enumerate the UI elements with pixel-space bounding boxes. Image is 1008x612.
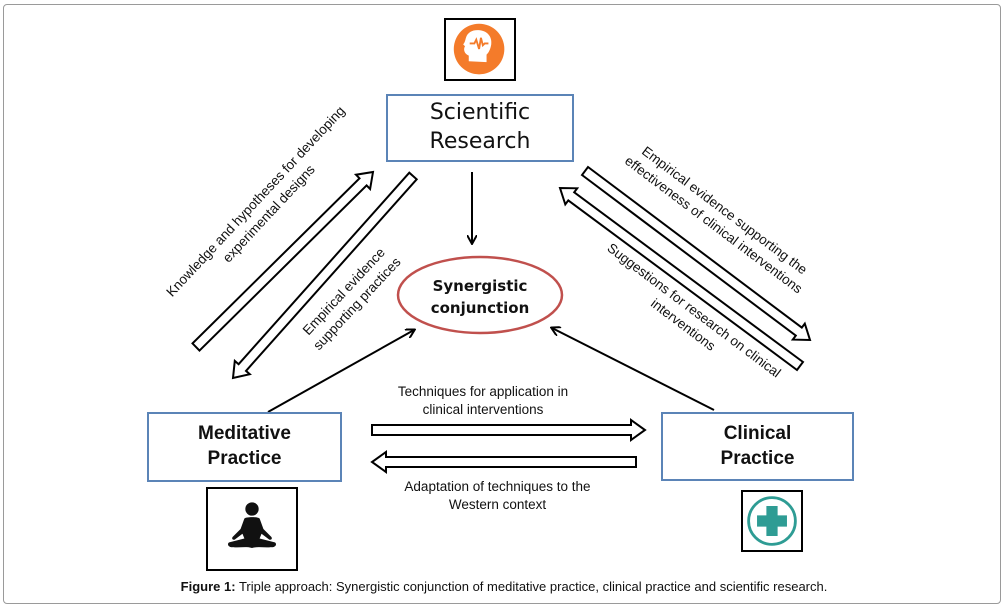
center-line1: Synergistic [432, 277, 528, 295]
block-arrow-med-to-sci [191, 170, 375, 353]
block-arrow-cli-to-sci [558, 186, 805, 372]
center-line2: conjunction [430, 298, 530, 317]
label-techniques-application: Techniques for application in clinical i… [383, 383, 583, 418]
figure-caption: Figure 1: Triple approach: Synergistic c… [0, 579, 1008, 594]
meditation-icon [206, 487, 298, 571]
synergistic-conjunction-ellipse [396, 255, 564, 335]
label-techniques-line2: clinical interventions [422, 401, 544, 417]
figure-caption-label: Figure 1: [180, 579, 236, 594]
meditative-practice-line1: Meditative [198, 423, 291, 445]
arrow-med-to-center [267, 330, 414, 413]
figure-caption-text: Triple approach: Synergistic conjunction… [235, 579, 828, 594]
scientific-research-line1: Scientific [429, 100, 531, 126]
synergistic-conjunction-label: Synergistic conjunction [400, 276, 560, 320]
medical-cross-icon [741, 490, 803, 552]
label-adaptation-line1: Adaptation of techniques to the [404, 479, 591, 494]
arrow-cli-to-center [552, 328, 715, 411]
meditative-practice-line2: Practice [207, 448, 282, 469]
label-techniques-line1: Techniques for application in [397, 384, 569, 399]
block-arrow-med-to-cli [371, 418, 647, 442]
clinical-practice-line1: Clinical [723, 422, 792, 444]
brain-activity-icon [444, 18, 516, 81]
clinical-practice-line2: Practice [720, 447, 795, 469]
block-arrow-sci-to-cli [580, 165, 812, 342]
scientific-research-line2: Research [429, 129, 531, 154]
label-adaptation-western: Adaptation of techniques to the Western … [390, 478, 605, 513]
label-adaptation-line2: Western context [448, 496, 547, 512]
block-arrow-sci-to-med [231, 171, 419, 380]
block-arrow-cli-to-med [370, 450, 637, 474]
